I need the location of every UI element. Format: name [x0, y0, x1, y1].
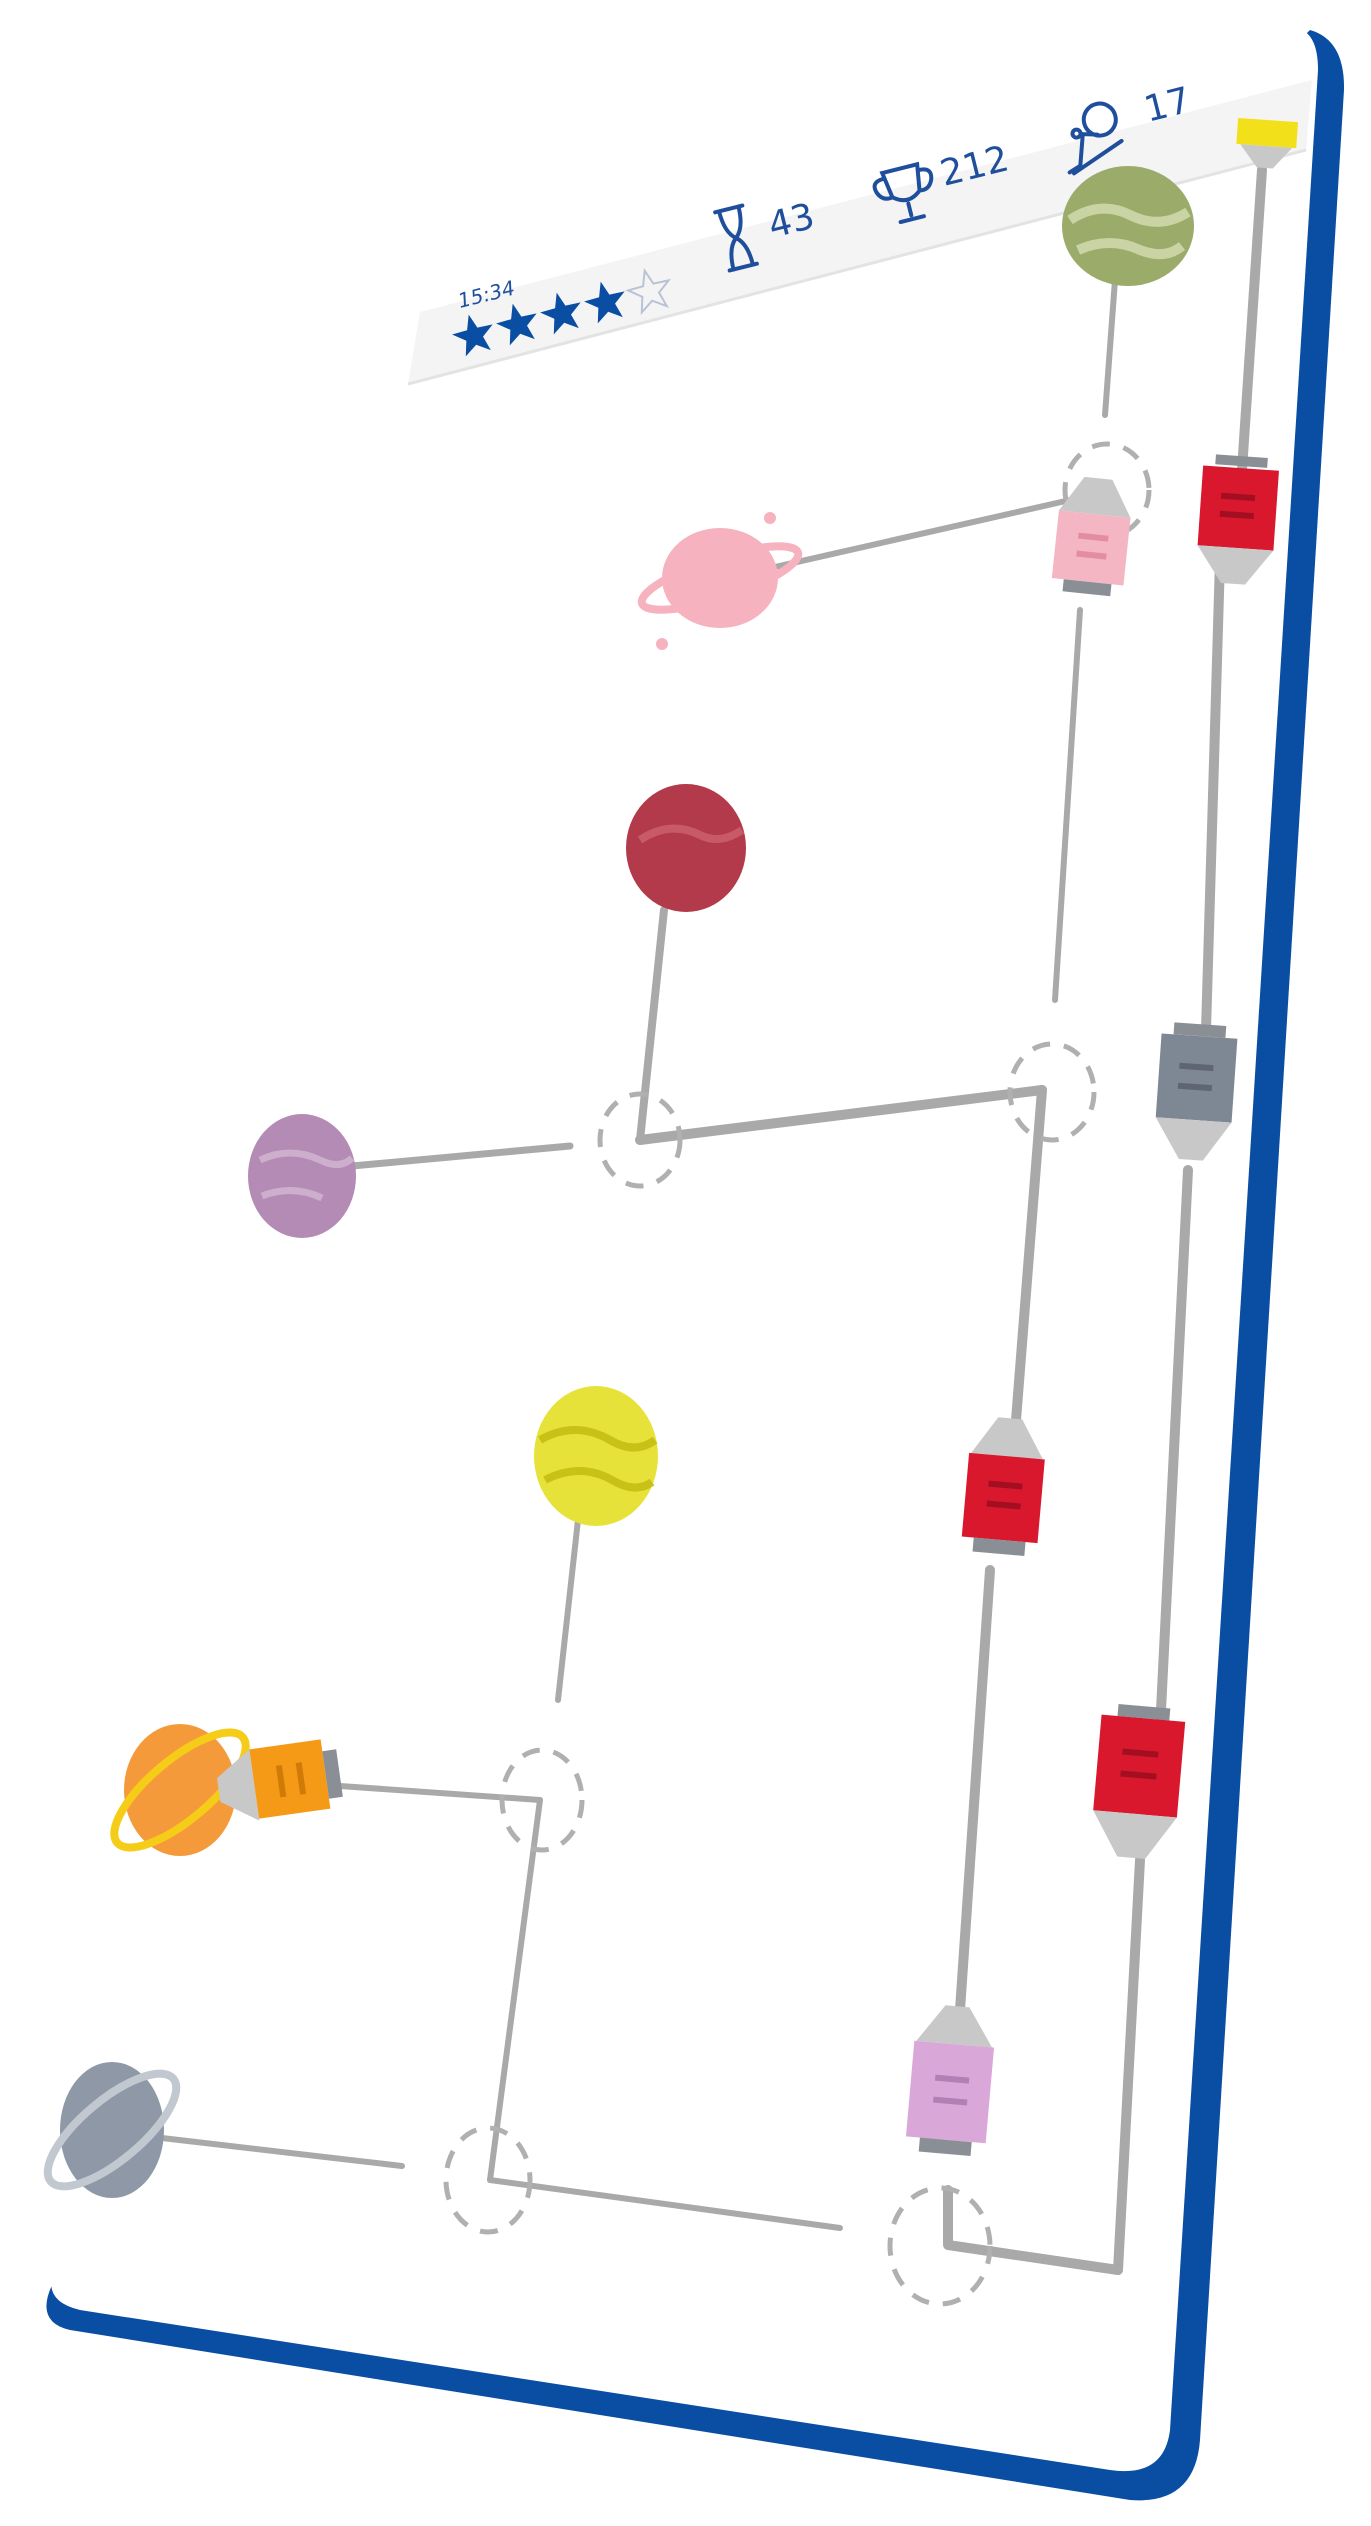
junction-nodes	[443, 441, 1152, 2307]
sisyphus-level-icon	[1067, 101, 1124, 176]
track-crimson-branch	[636, 906, 668, 1144]
track-mid-horizontal	[635, 1085, 1047, 1145]
track-gray-branch	[159, 2135, 405, 2169]
pod-red-right[interactable]	[1089, 1703, 1186, 1862]
junction-node-mid-left[interactable]	[597, 1091, 683, 1189]
junction-node-lower-left[interactable]	[499, 1747, 585, 1853]
track-yellow-branch	[555, 1517, 581, 1703]
pod-red-top[interactable]	[1195, 453, 1280, 586]
hud-bar: 15:34 43 212 17	[407, 80, 1312, 386]
pods	[214, 117, 1299, 2157]
track-pink-vertical	[1052, 607, 1083, 1003]
planet-yellow[interactable]	[534, 1386, 658, 1526]
pod-gray[interactable]	[1153, 1022, 1238, 1163]
planet-purple[interactable]	[248, 1114, 356, 1238]
track-purple-branch	[348, 1142, 574, 1170]
track-network	[159, 165, 1267, 2275]
planet-green[interactable]	[1062, 166, 1194, 286]
pod-lilac[interactable]	[905, 2003, 998, 2157]
junction-node-bottom-left[interactable]	[443, 2125, 533, 2235]
device-frame	[46, 28, 1345, 2501]
hourglass-icon	[713, 203, 759, 273]
star-empty-icon	[625, 267, 672, 316]
pod-orange-docked[interactable]	[214, 1737, 345, 1825]
track-bottom-loop	[943, 2185, 1123, 2275]
planet-gray[interactable]	[31, 2056, 192, 2205]
star-filled-icon	[496, 303, 537, 346]
star-filled-icon	[584, 281, 625, 324]
track-orange-branch	[337, 1783, 543, 1803]
trophy-icon	[872, 161, 934, 225]
junction-node-mid-right[interactable]	[1007, 1041, 1097, 1143]
star-filled-icon	[452, 314, 493, 357]
star-rating	[452, 267, 672, 357]
planets	[31, 166, 1194, 2205]
track-left-vertical	[487, 1797, 543, 2183]
track-main-right	[1113, 165, 1267, 2275]
planet-crimson[interactable]	[626, 784, 746, 912]
planet-pink[interactable]	[636, 512, 804, 650]
pod-yellow-top[interactable]	[1235, 117, 1299, 170]
pod-pink-docked[interactable]	[1051, 475, 1135, 598]
star-filled-icon	[540, 292, 581, 335]
pod-red-middle[interactable]	[961, 1415, 1049, 1557]
track-green-branch	[1102, 277, 1118, 418]
planet-orange[interactable]	[98, 1714, 262, 1865]
track-inner-right	[955, 1085, 1047, 2015]
track-bottom-horizontal	[487, 2177, 843, 2231]
junction-node-bottom-right[interactable]	[887, 2185, 993, 2307]
track-pink-branch	[759, 497, 1073, 573]
